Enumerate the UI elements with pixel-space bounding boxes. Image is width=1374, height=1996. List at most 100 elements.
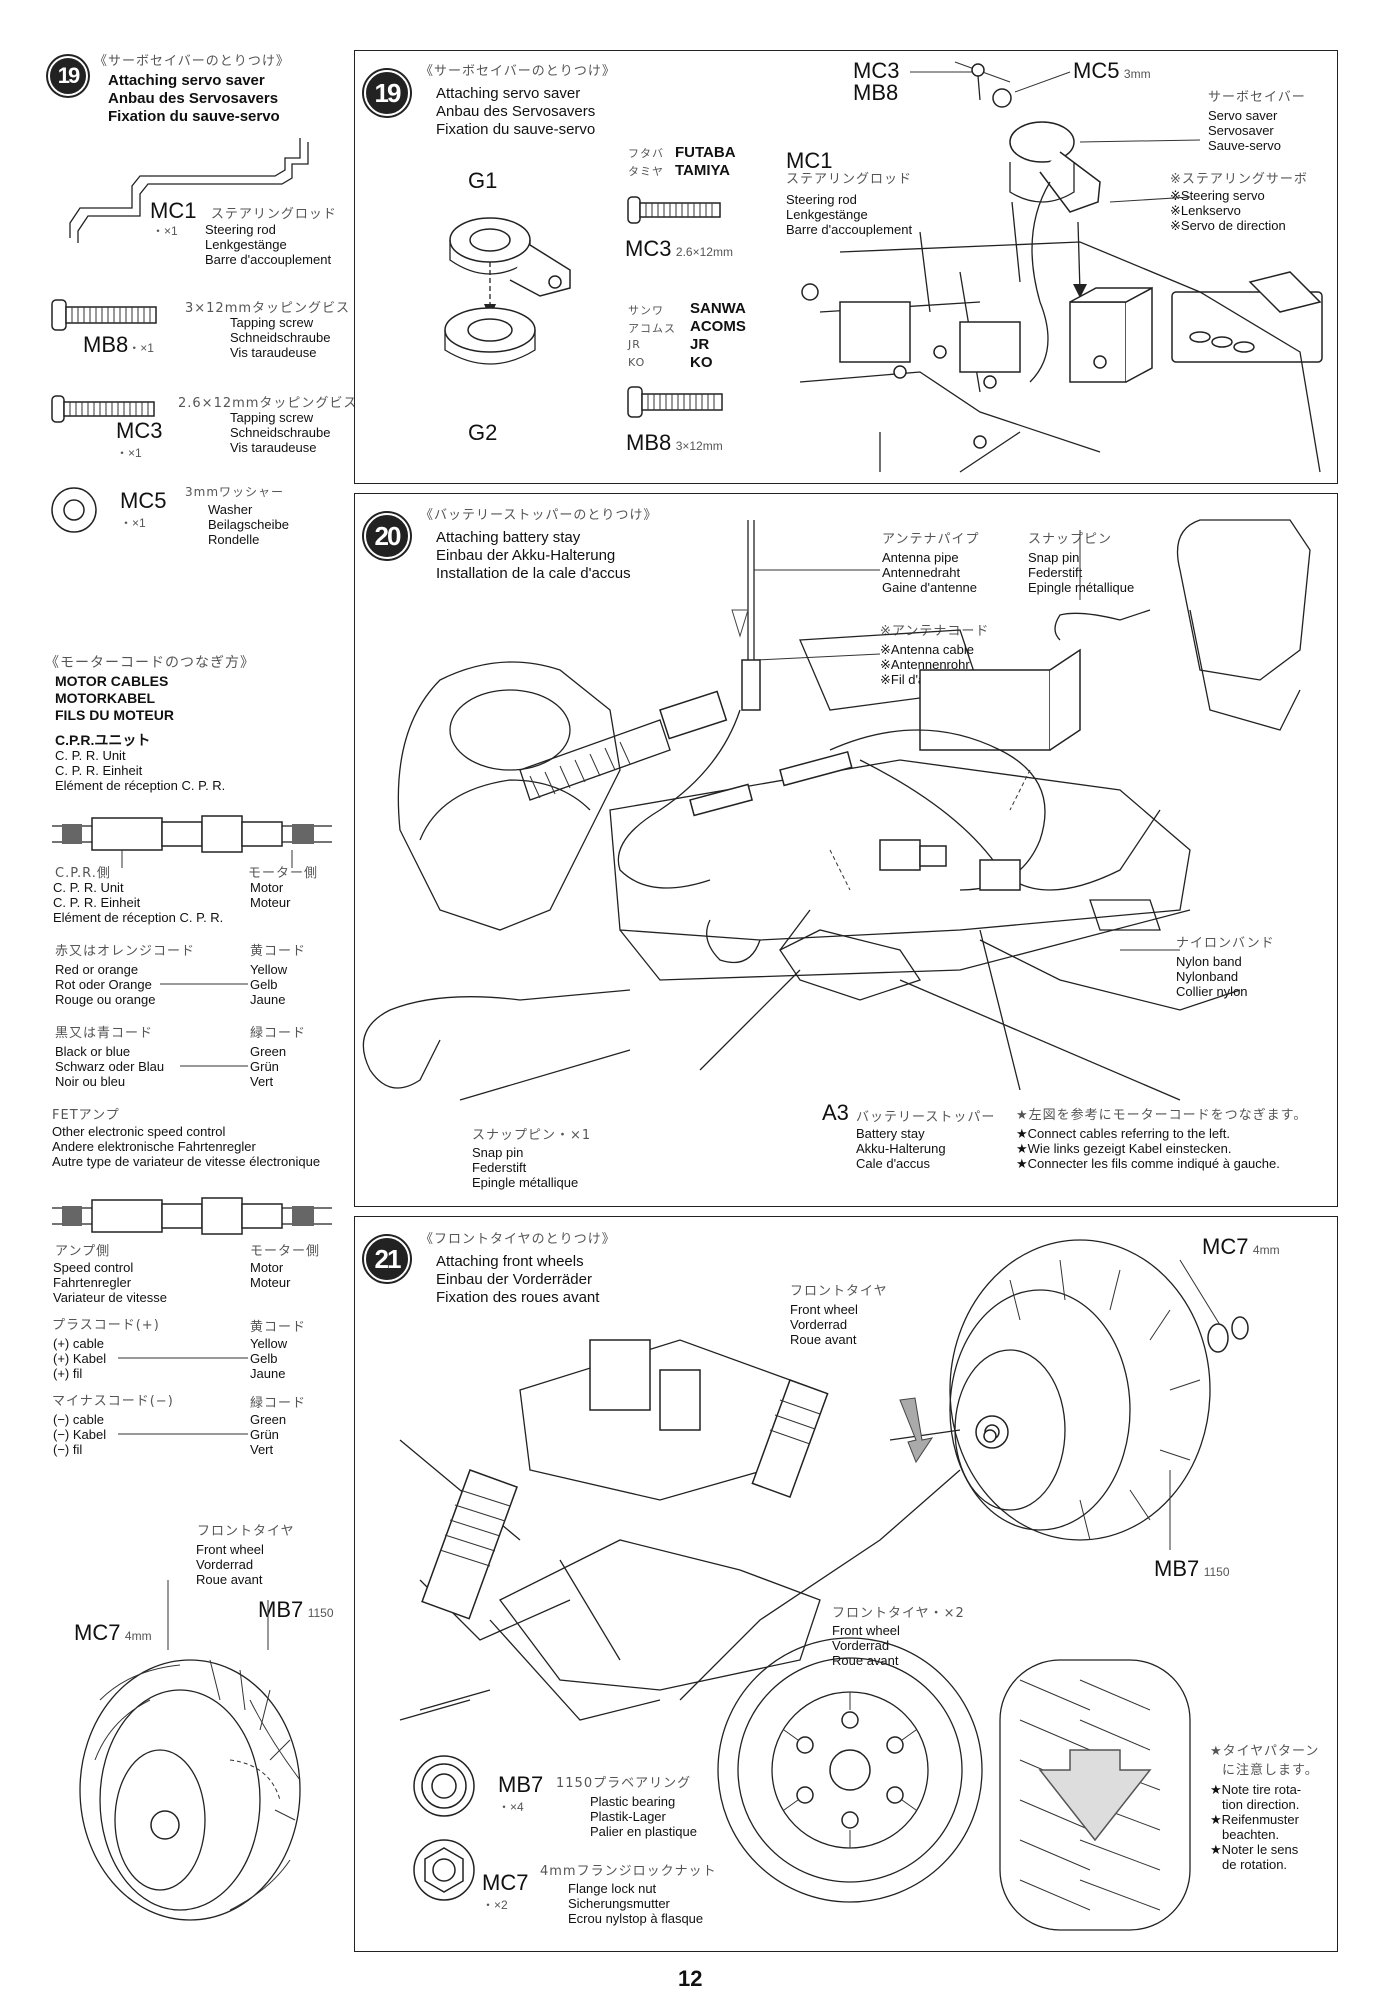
step-19-badge: 19 (364, 70, 410, 116)
plus-cable-jp: プラスコード(+) (52, 1318, 160, 1333)
mb8-screw-icon-step19 (627, 386, 723, 418)
green-cable-desc: Green Grün Vert (250, 1044, 287, 1089)
minus-cable-desc: (−) cable (−) Kabel (−) fil (53, 1412, 107, 1457)
red-cable-jp: 赤又はオレンジコード (55, 944, 196, 959)
a3-code: A3 (822, 1100, 849, 1125)
left-mb7-label: MB7 1150 (258, 1597, 334, 1622)
step-20-title: Attaching battery stay Einbau der Akku-H… (436, 529, 631, 582)
front-wheel2-jp: フロントタイヤ・×2 (832, 1606, 965, 1621)
step-20-badge: 20 (364, 513, 410, 559)
green-cable-jp: 緑コード (250, 1026, 307, 1041)
mc3-side-desc: Tapping screw Schneidschraube Vis taraud… (230, 410, 331, 455)
futaba-jp: フタバ (628, 147, 664, 160)
part-mb7-jp: 1150プラベアリング (556, 1776, 692, 1791)
jr-label: JR (690, 336, 710, 353)
mc1-step19-desc: Steering rod Lenkgestänge Barre d'accoup… (786, 192, 913, 237)
note-desc: ★Connect cables referring to the left. ★… (1016, 1126, 1280, 1171)
jr-jp: JR (628, 338, 641, 351)
step-19-title: Attaching servo saver Anbau des Servosav… (436, 85, 596, 138)
mc5-washer-icon (51, 487, 97, 533)
mc3-screw-icon (51, 395, 155, 423)
snap-pin-desc: Snap pin Federstift Epingle métallique (1028, 550, 1135, 595)
servo-saver-parts-drawing (444, 217, 571, 365)
front-wheel-jp: フロントタイヤ (790, 1284, 888, 1299)
ko-label: KO (690, 354, 713, 371)
g1-label: G1 (468, 168, 498, 193)
mb7-bearing-icon (413, 1755, 475, 1817)
cpr-side-jp: C.P.R.側 (55, 866, 111, 881)
fet-amp-desc: Other electronic speed control Andere el… (52, 1124, 321, 1169)
motor2-side-desc: Motor Moteur (250, 1260, 291, 1290)
left-wheel-desc: Front wheel Vorderrad Roue avant (196, 1542, 264, 1587)
top-mb8-label: MB8 (853, 80, 899, 105)
mc3-side-jp: 2.6×12mmタッピングビス (178, 396, 358, 411)
mb8-side-code: MB8・×1 (83, 332, 154, 357)
top-mc3-label: MC3 (853, 58, 900, 83)
servo-assembly-drawing (799, 61, 1323, 473)
minus-cable-jp: マイナスコード(−) (52, 1394, 174, 1409)
step-21-jp: 《フロントタイヤのとりつけ》 (420, 1232, 616, 1247)
mb8-side-jp: 3×12mmタッピングビス (185, 301, 351, 316)
minus-green-jp: 緑コード (250, 1396, 307, 1411)
mc1-side-desc: Steering rod Lenkgestänge Barre d'accoup… (205, 222, 332, 267)
g2-label: G2 (468, 420, 498, 445)
amp-side-jp: アンプ側 (55, 1244, 111, 1259)
mc3-screw-icon-step19 (627, 196, 721, 224)
step-20-panel (354, 493, 1338, 1207)
motor-side-jp: モーター側 (248, 866, 319, 881)
steering-servo-desc: ※Steering servo ※Lenkservo ※Servo de dir… (1170, 188, 1286, 233)
note-jp: ★左図を参考にモーターコードをつなぎます。 (1016, 1108, 1308, 1123)
step-20-jp: 《バッテリーストッパーのとりつけ》 (420, 508, 658, 523)
top-mc5-label: MC5 3mm (1073, 58, 1151, 83)
plus-yellow-desc: Yellow Gelb Jaune (250, 1336, 288, 1381)
cpr-connector-drawing (52, 815, 332, 868)
sanwa-label: SANWA (690, 300, 746, 317)
step21-mb7-label: MB7 1150 (1154, 1556, 1230, 1581)
acoms-label: ACOMS (690, 318, 746, 335)
mc3-step19-label: MC3 2.6×12mm (625, 236, 733, 261)
mc7-nut-icon (413, 1839, 475, 1901)
mb8-screw-icon (51, 299, 157, 331)
steering-servo-jp: ※ステアリングサーボ (1170, 172, 1308, 187)
servo-saver-jp: サーボセイバー (1208, 90, 1306, 105)
servo-saver-desc: Servo saver Servosaver Sauve-servo (1208, 108, 1281, 153)
sanwa-jp: サンワ (628, 304, 664, 317)
a3-desc: Battery stay Akku-Halterung Cale d'accus (856, 1126, 946, 1171)
step-21-panel (354, 1216, 1338, 1952)
mb8-side-desc: Tapping screw Schneidschraube Vis taraud… (230, 315, 331, 360)
motor2-side-jp: モーター側 (250, 1244, 321, 1259)
antenna-pipe-desc: Antenna pipe Antennedraht Gaine d'antenn… (882, 550, 978, 595)
step-19-side-title: Attaching servo saver Anbau des Servosav… (108, 72, 280, 125)
cpr-unit-label: C.P.R.ユニット C. P. R. Unit C. P. R. Einhei… (55, 732, 226, 794)
mc1-step19-code: MC1 (786, 148, 833, 173)
tread-jp: ★タイヤパターン に注意します。 (1210, 1744, 1320, 1778)
mc1-step19-jp: ステアリングロッド (786, 172, 913, 187)
black-cable-desc: Black or blue Schwarz oder Blau Noir ou … (55, 1044, 165, 1089)
tamiya-jp: タミヤ (628, 165, 664, 178)
mc1-side-label: MC1 ステアリングロッド ・×1 (150, 198, 337, 238)
fet-amp-jp: FETアンプ (52, 1108, 120, 1123)
snap-pin2-desc: Snap pin Federstift Epingle métallique (472, 1145, 579, 1190)
black-cable-jp: 黒又は青コード (55, 1026, 154, 1041)
front-wheel2-desc: Front wheel Vorderrad Roue avant (832, 1623, 900, 1668)
tread-desc: ★Note tire rota- tion direction. ★Reifen… (1210, 1782, 1302, 1872)
snap-pin2-jp: スナップピン・×1 (472, 1128, 592, 1143)
step-19-jp: 《サーボセイバーのとりつけ》 (420, 64, 616, 79)
yellow-cable-jp: 黄コード (250, 944, 307, 959)
left-mc7-label: MC7 4mm (74, 1620, 152, 1645)
motor-cables-title: MOTOR CABLES MOTORKABEL FILS DU MOTEUR (55, 673, 174, 723)
yellow-cable-desc: Yellow Gelb Jaune (250, 962, 288, 1007)
steering-rod-drawing (69, 138, 309, 243)
page-number: 12 (678, 1966, 703, 1991)
red-cable-desc: Red or orange Rot oder Orange Rouge ou o… (55, 962, 156, 1007)
acoms-jp: アコムス (628, 322, 676, 335)
nylon-band-desc: Nylon band Nylonband Collier nylon (1176, 954, 1248, 999)
a3-jp: バッテリーストッパー (856, 1110, 996, 1125)
mc5-side-jp: 3mmワッシャー (185, 485, 285, 499)
left-wheel-drawing (79, 1580, 301, 1921)
amp-side-desc: Speed control Fahrtenregler Variateur de… (53, 1260, 167, 1305)
plus-yellow-jp: 黄コード (250, 1320, 307, 1335)
ko-jp: KO (628, 356, 646, 369)
part-mb7-desc: Plastic bearing Plastik-Lager Palier en … (590, 1794, 697, 1839)
part-mc7-jp: 4mmフランジロックナット (540, 1864, 717, 1879)
